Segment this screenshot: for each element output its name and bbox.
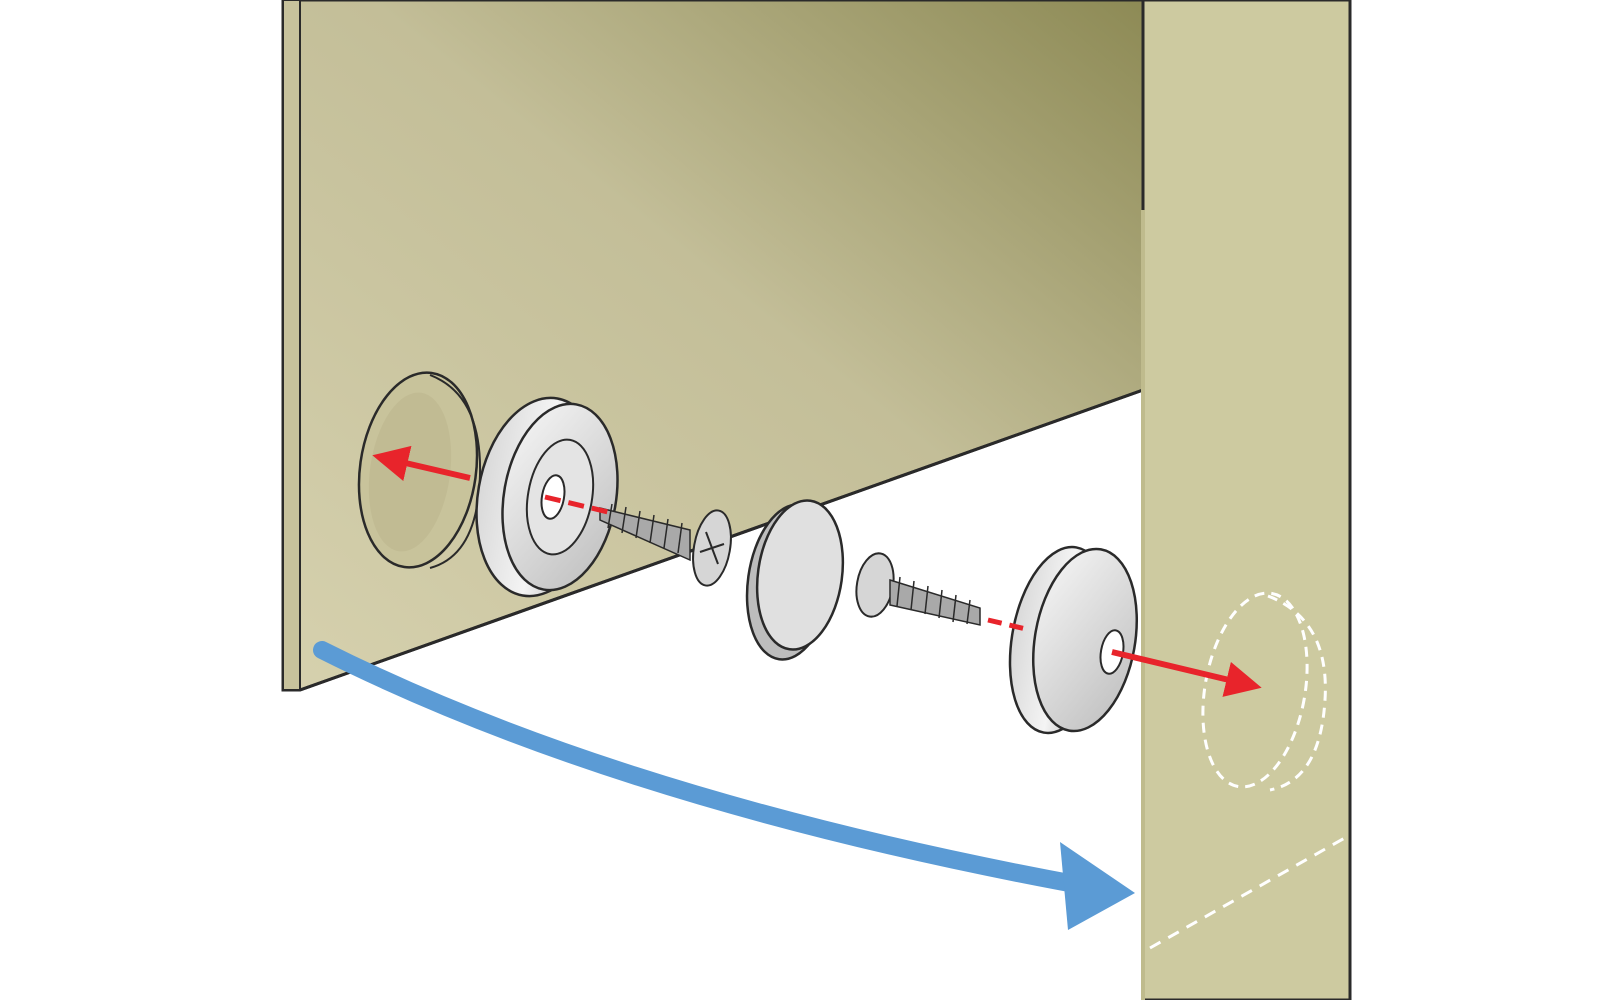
- door-swing-arrow-icon: [313, 641, 1135, 930]
- magnet-cup-icon: [475, 396, 619, 598]
- strike-plate-icon: [745, 499, 845, 661]
- door-hidden-edge: [1149, 833, 1351, 950]
- magnet-disc-icon: [1008, 545, 1139, 735]
- door-panel: [1141, 0, 1352, 1000]
- install-direction-arrows: [372, 445, 1262, 697]
- cabinet-panel: [281, 0, 1145, 692]
- door-recess-hidden-outline: [1201, 591, 1327, 792]
- screw-icon: [599, 503, 732, 587]
- screw-icon-2: [855, 552, 981, 626]
